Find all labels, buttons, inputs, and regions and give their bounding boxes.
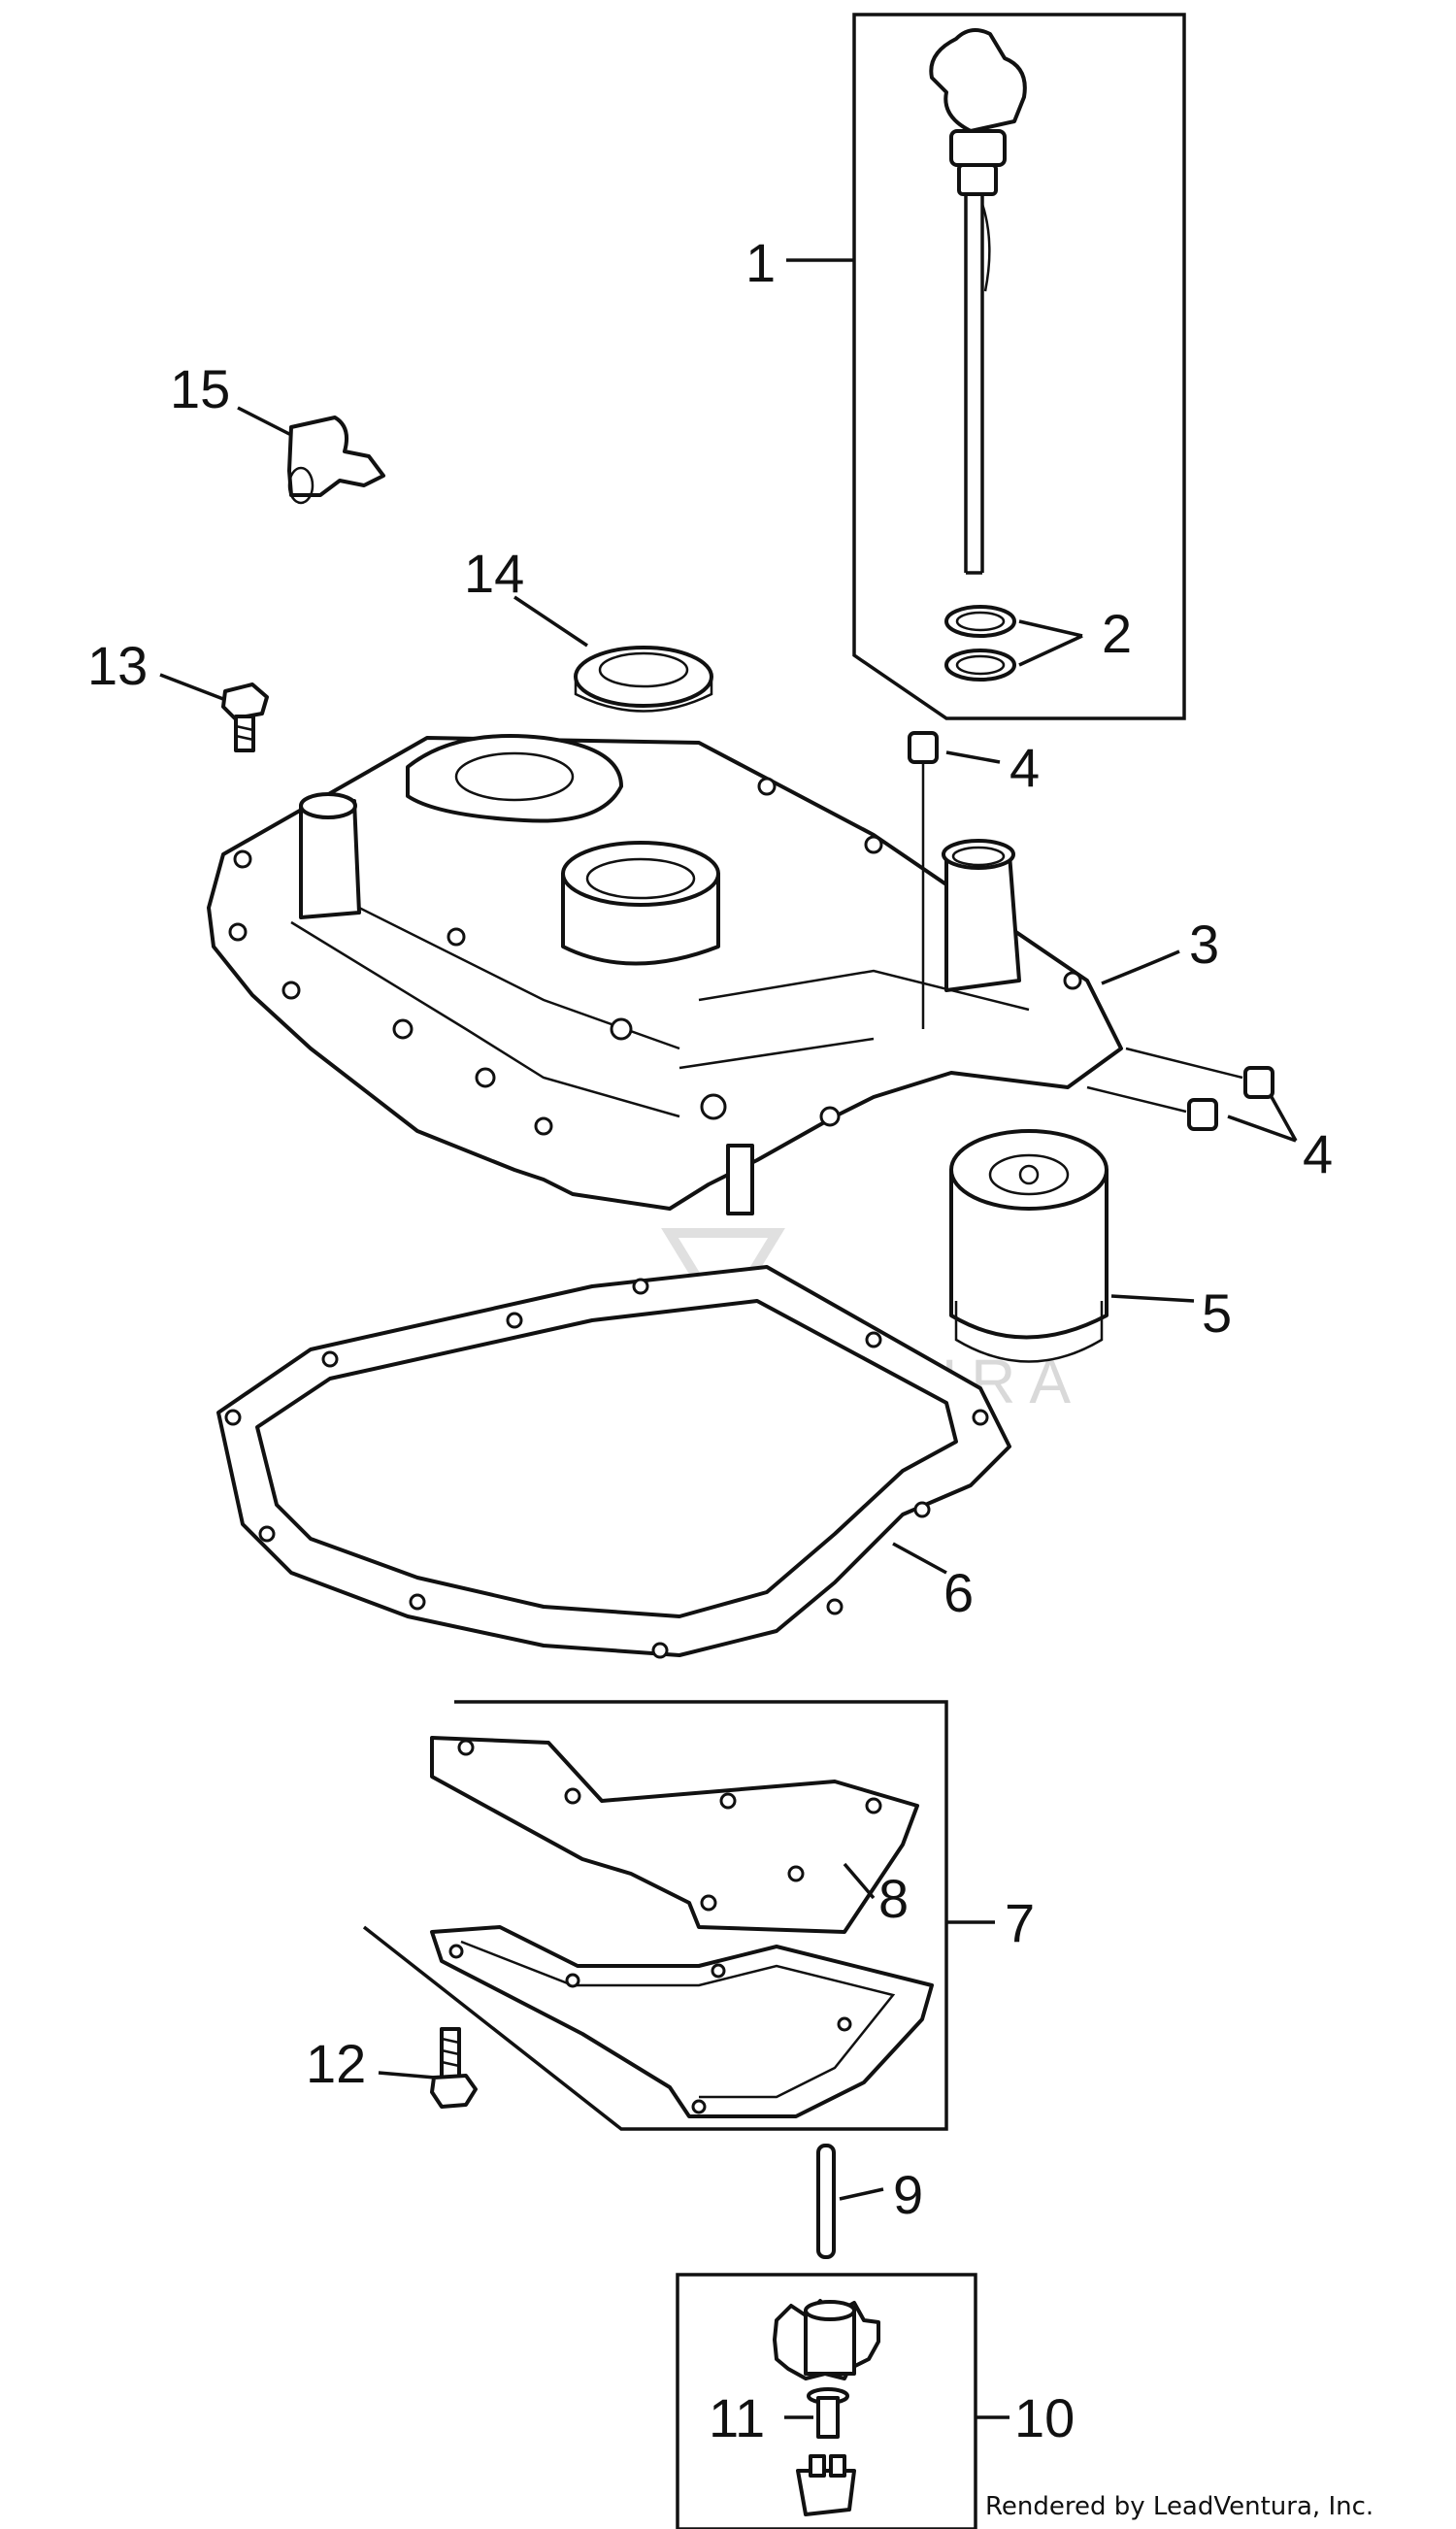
gasket [216,1265,1011,1659]
callout-10: 10 [1014,2387,1075,2448]
bolt-13 [159,673,269,752]
footer-credit: Rendered by LeadVentura, Inc. [985,2492,1373,2521]
callout-5: 5 [1202,1282,1232,1344]
callout-3: 3 [1189,914,1219,975]
elbow-fitting [237,406,385,505]
callout-4-top: 4 [1009,737,1040,798]
callout-numbers: 1 2 3 4 4 5 6 7 8 9 10 11 12 13 15 14 [87,232,1333,2448]
plug-right-upper [1243,1066,1274,1099]
callout-1: 1 [745,232,776,293]
dowel-pin [816,2144,884,2259]
callout-14-placeholder: 15 [170,358,230,419]
callout-13: 13 [87,635,148,696]
callout-4-right: 4 [1303,1123,1333,1184]
dipstick-group [786,13,1186,720]
oil-filter [949,1129,1195,1363]
bolt-12 [378,2027,478,2109]
plug-top [908,731,939,764]
callout-7: 7 [1005,1892,1035,1953]
callout-2: 2 [1102,603,1132,664]
plug-right-lower [1187,1098,1218,1131]
dipstick-cap [949,129,1007,167]
callout-11: 11 [709,2387,765,2448]
dipstick-handle [929,28,1027,133]
oil-pump-group [676,2273,1009,2529]
callout-12: 12 [306,2033,366,2094]
callout-14: 14 [464,543,524,604]
callout-6: 6 [943,1562,974,1623]
callout-8: 8 [878,1868,909,1929]
callout-9: 9 [893,2164,923,2225]
pipe-plugs [908,731,1298,1143]
oil-seal [513,595,713,713]
closure-plate [207,734,1180,1215]
dipstick-group-box [852,13,1186,720]
plate-group [362,1700,995,2131]
